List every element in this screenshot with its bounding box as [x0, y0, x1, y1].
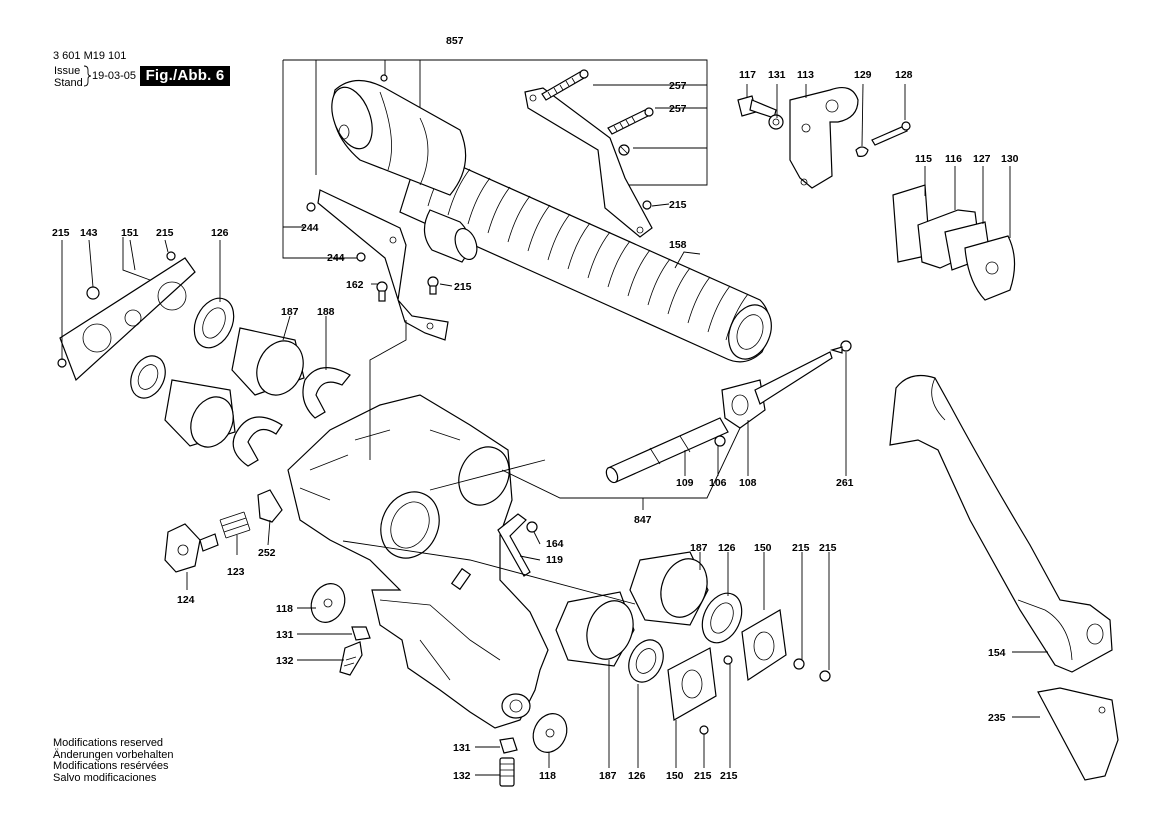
label-130: 130 — [1001, 153, 1019, 165]
ring-126-left — [130, 297, 235, 399]
label-257: 257 — [669, 80, 687, 92]
label-215: 215 — [792, 542, 810, 554]
ring-126-right — [628, 592, 743, 683]
issue-brace — [83, 65, 92, 87]
notice-line-fr: Modifications resérvées — [53, 760, 169, 772]
label-215: 215 — [694, 770, 712, 782]
notice-line-es: Salvo modificaciones — [53, 771, 157, 784]
label-162: 162 — [346, 279, 364, 291]
leader-lines — [61, 83, 1048, 776]
label-215: 215 — [720, 770, 738, 782]
label-117: 117 — [739, 69, 756, 81]
sleeve-187-right — [555, 551, 709, 667]
pin-128 — [855, 121, 911, 157]
pad-stack-115-130 — [892, 184, 1016, 301]
issue-label: Issue — [54, 65, 81, 77]
label-128: 128 — [895, 69, 913, 81]
label-857: 857 — [446, 35, 464, 47]
label-119: 119 — [546, 554, 563, 566]
plate-151 — [57, 251, 196, 382]
angle-119 — [497, 513, 538, 577]
small-screws-hose — [306, 74, 652, 302]
screw-257-bottom — [607, 107, 654, 135]
label-187: 187 — [599, 770, 617, 782]
label-113: 113 — [797, 69, 814, 81]
label-188: 188 — [317, 306, 335, 318]
sleeve-187-left — [164, 327, 305, 448]
coupling-108 — [714, 351, 833, 447]
label-261: 261 — [836, 477, 854, 489]
knob-124 — [164, 523, 219, 573]
bracket-plate-right — [524, 87, 653, 238]
label-252: 252 — [258, 547, 276, 559]
label-109: 109 — [676, 477, 694, 489]
label-158: 158 — [669, 239, 687, 251]
issue-date: 19-03-05 — [92, 70, 137, 82]
label-131: 131 — [768, 69, 786, 81]
notice-line-en: Modifications reserved — [53, 737, 164, 749]
nut-131-and-bolt-132-bottom — [499, 737, 518, 787]
label-244: 244 — [327, 252, 345, 264]
label-151: 151 — [121, 227, 139, 239]
label-164: 164 — [546, 538, 564, 550]
clip-252 — [257, 489, 283, 523]
label-118: 118 — [276, 603, 293, 615]
label-132: 132 — [453, 770, 471, 782]
label-123: 123 — [227, 566, 245, 578]
clamp-113 — [789, 87, 859, 189]
clip-188 — [232, 367, 351, 467]
label-124: 124 — [177, 594, 195, 606]
label-108: 108 — [739, 477, 757, 489]
label-126: 126 — [718, 542, 736, 554]
bracket-plate-left — [317, 189, 449, 341]
spring-123 — [219, 511, 251, 539]
label-215: 215 — [669, 199, 687, 211]
hose-adapter — [331, 79, 478, 263]
label-132: 132 — [276, 655, 294, 667]
label-143: 143 — [80, 227, 98, 239]
figure-badge: Fig./Abb. 6 — [140, 66, 230, 86]
label-215: 215 — [156, 227, 174, 239]
label-257: 257 — [669, 103, 687, 115]
label-215: 215 — [52, 227, 70, 239]
label-847: 847 — [634, 514, 652, 526]
label-106: 106 — [709, 477, 727, 489]
label-215: 215 — [819, 542, 837, 554]
label-126: 126 — [628, 770, 646, 782]
label-127: 127 — [973, 153, 991, 165]
deflector-235 — [1037, 687, 1119, 781]
shaft-109 — [605, 417, 729, 484]
screw-261 — [829, 340, 852, 354]
plate-150 — [667, 609, 787, 721]
label-126: 126 — [211, 227, 229, 239]
label-235: 235 — [988, 712, 1006, 724]
main-housing — [287, 394, 549, 729]
label-187: 187 — [281, 306, 299, 318]
screw-257-top — [541, 69, 589, 101]
bracket-857 — [282, 59, 708, 259]
modifications-notice: Modifications reserved Änderungen vorbeh… — [53, 737, 174, 784]
label-116: 116 — [945, 153, 962, 165]
label-129: 129 — [854, 69, 872, 81]
label-131: 131 — [276, 629, 294, 641]
label-131: 131 — [453, 742, 471, 754]
label-115: 115 — [915, 153, 932, 165]
part-labels: 857 257 257 215 158 244 244 117 131 113 … — [52, 35, 1019, 782]
doc-number: 3 601 M19 101 — [53, 50, 127, 62]
notice-line-de: Änderungen vorbehalten — [53, 748, 174, 761]
washer-118 — [310, 583, 568, 753]
label-150: 150 — [666, 770, 684, 782]
label-154: 154 — [988, 647, 1006, 659]
chute-154 — [889, 375, 1113, 673]
label-118: 118 — [539, 770, 556, 782]
label-244: 244 — [301, 222, 319, 234]
label-215: 215 — [454, 281, 472, 293]
stand-label: Stand — [54, 77, 83, 89]
screws-215-lower — [699, 655, 831, 735]
label-187: 187 — [690, 542, 708, 554]
nut-131-and-bolt-132-left — [339, 626, 371, 676]
bolt-117 — [737, 95, 784, 130]
label-150: 150 — [754, 542, 772, 554]
